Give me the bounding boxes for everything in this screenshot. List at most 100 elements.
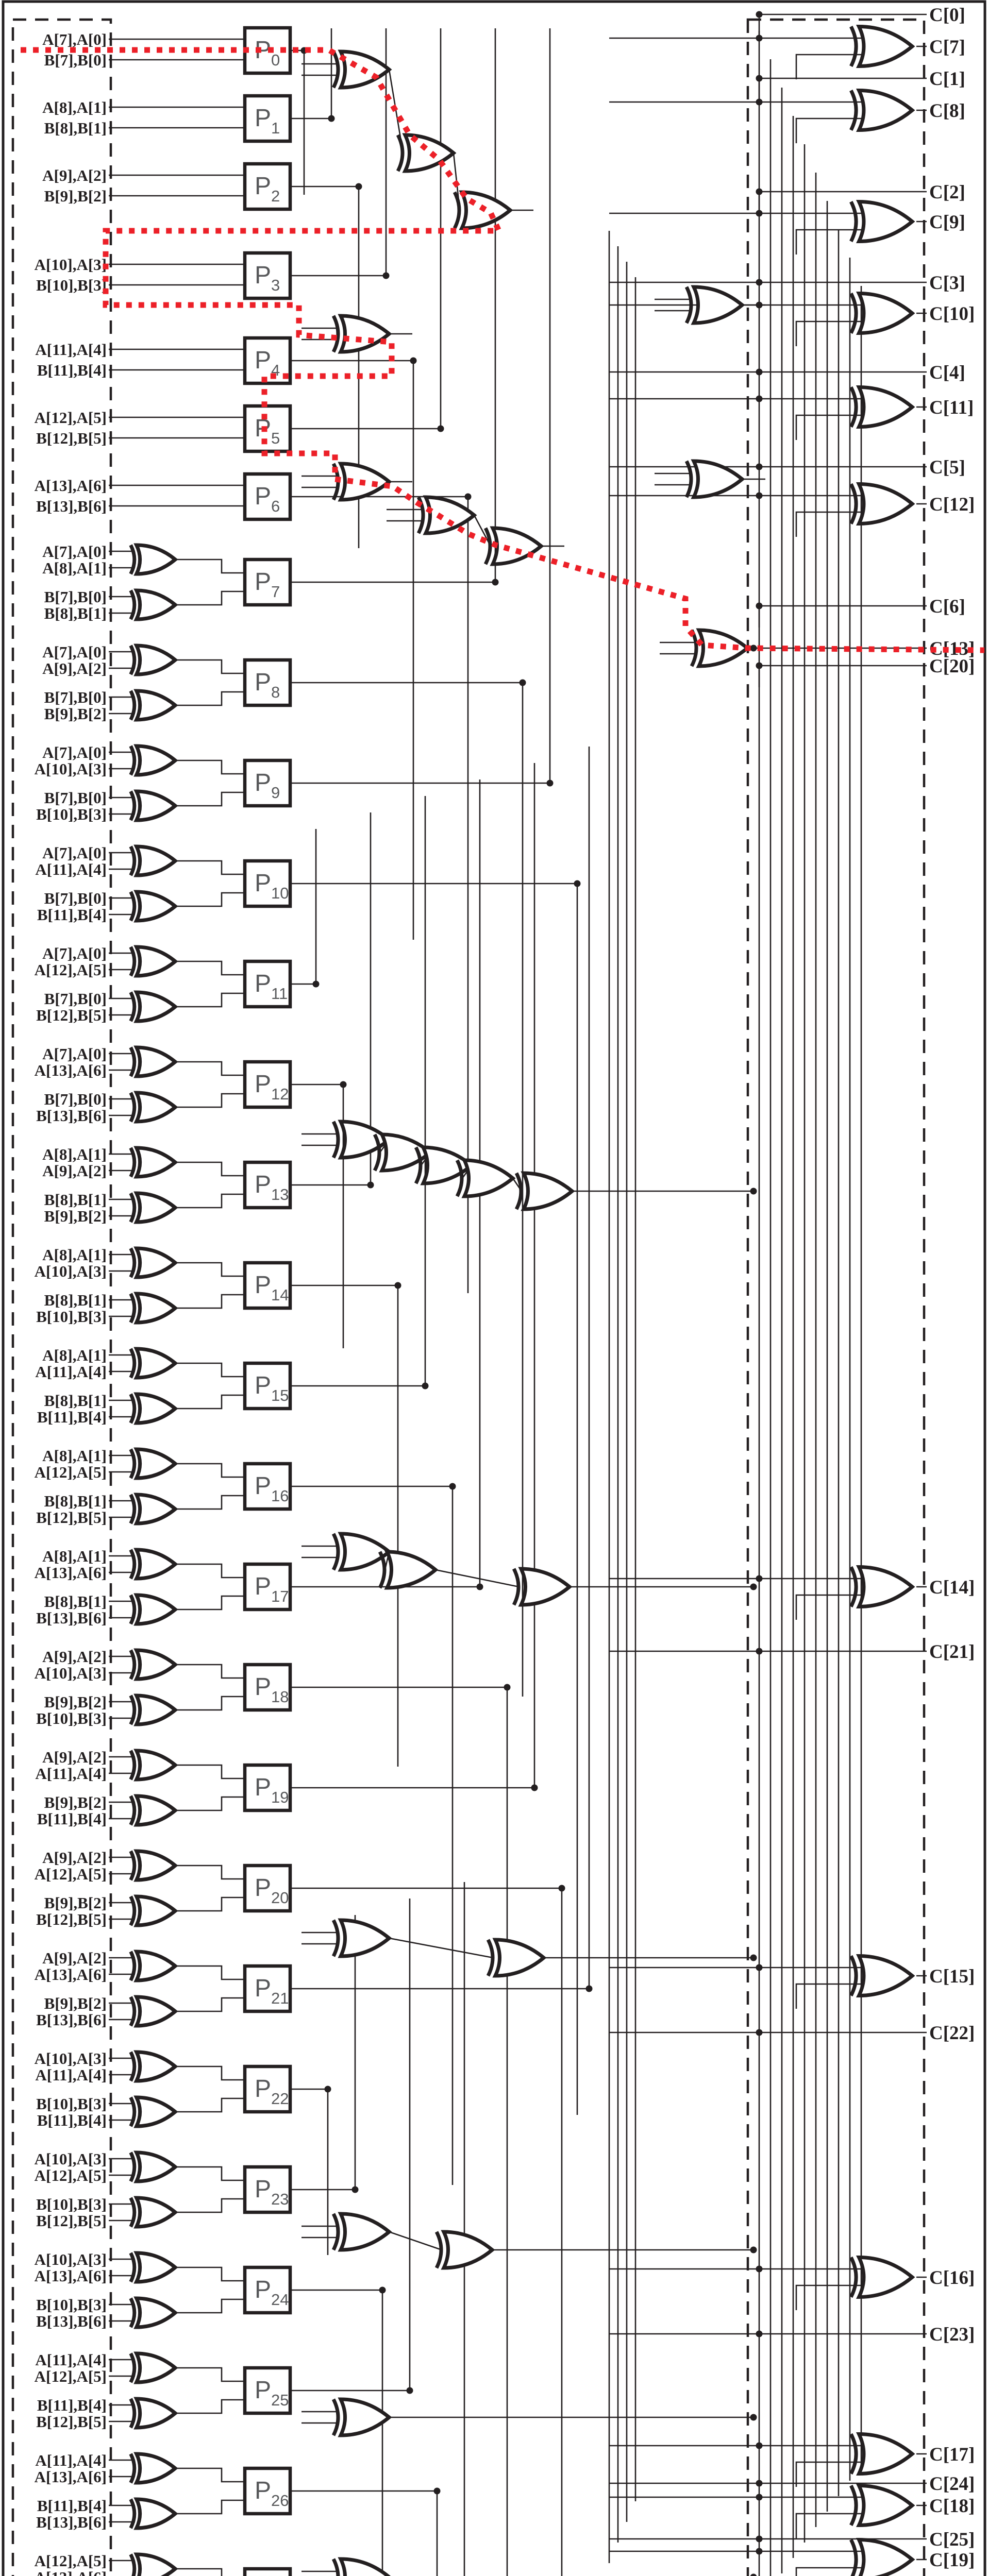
output-xor-gate-icon — [849, 2537, 915, 2576]
p-block-label: P7 — [255, 568, 280, 601]
mid-xor-gate-icon — [514, 1171, 575, 1211]
p-block-24 — [243, 2265, 292, 2315]
output-label: C[18] — [929, 2496, 975, 2517]
p-output-wire — [290, 763, 535, 1789]
p-block-13 — [243, 1160, 292, 1210]
p-block-19 — [243, 1763, 292, 1812]
output-label: C[0] — [929, 5, 965, 26]
junction-dot — [750, 2414, 757, 2421]
input-label: B[8],B[1] — [44, 1492, 107, 1510]
input-label: A[7],A[0] — [42, 844, 107, 862]
input-label: A[8],A[1] — [42, 1246, 107, 1264]
input-label: A[7],A[0] — [42, 743, 107, 761]
gate-to-block-wire — [175, 759, 245, 775]
junction-dot — [756, 2548, 763, 2555]
gate-to-block-wire — [175, 2367, 245, 2382]
junction-dot — [756, 2494, 763, 2501]
input-label: B[13],B[6] — [36, 2312, 107, 2330]
input-xor-gate-icon — [129, 689, 178, 722]
mid-xor-gate-icon — [434, 2230, 495, 2270]
junction-dot — [750, 2573, 757, 2576]
input-label: A[8],A[1] — [42, 1547, 107, 1565]
out-gate-input-wire — [795, 2513, 868, 2538]
input-label: A[9],A[2] — [42, 1648, 107, 1666]
input-xor-gate-icon — [129, 2251, 178, 2284]
input-label: A[11],A[4] — [35, 1765, 107, 1783]
out-gate-input-wire — [795, 1594, 868, 1620]
chain-link-wire — [389, 2231, 442, 2251]
input-label: B[9],B[2] — [44, 705, 107, 723]
input-label: A[12],A[5] — [35, 1463, 107, 1481]
input-label: B[10],B[3] — [36, 276, 107, 294]
mid-xor-gate-icon — [331, 314, 392, 354]
p-output-wire — [290, 747, 590, 1990]
out-gate-input-wire — [795, 117, 868, 143]
gate-to-block-wire — [175, 1595, 245, 1611]
output-xor-gate-icon — [849, 1954, 915, 1998]
p-block-label: P21 — [255, 1975, 289, 2007]
input-xor-gate-icon — [129, 2050, 178, 2083]
input-xor-gate-icon — [129, 1347, 178, 1380]
junction-dot — [351, 2186, 359, 2193]
input-label: B[9],B[2] — [44, 1693, 107, 1711]
gate-to-block-wire — [175, 2568, 223, 2576]
junction-dot — [756, 463, 763, 470]
input-xor-gate-icon — [129, 1693, 178, 1726]
output-label: C[5] — [929, 457, 965, 478]
mid-xor-gate-icon — [690, 628, 750, 668]
input-xor-gate-icon — [129, 1593, 178, 1626]
output-label: C[23] — [929, 2324, 975, 2345]
p-block-9 — [243, 758, 292, 808]
input-label: A[8],A[1] — [42, 559, 107, 577]
output-xor-gate-icon — [849, 482, 915, 526]
input-label: B[9],B[2] — [44, 1207, 107, 1225]
input-label: B[12],B[5] — [36, 429, 107, 447]
input-xor-gate-icon — [129, 1950, 178, 1982]
p-output-wire — [290, 1284, 399, 1767]
p-block-10 — [243, 859, 292, 908]
input-label: A[10],A[3] — [35, 1262, 107, 1280]
input-xor-gate-icon — [129, 1794, 178, 1827]
p-block-20 — [243, 1863, 292, 1913]
input-label: B[13],B[6] — [36, 2011, 107, 2029]
critical-path-layer — [21, 47, 985, 653]
input-label: B[7],B[0] — [44, 789, 107, 807]
input-xor-gate-icon — [129, 588, 178, 621]
input-label: B[8],B[1] — [44, 1191, 107, 1209]
p-block-6 — [243, 472, 292, 521]
junction-dot — [585, 1985, 593, 1992]
gate-to-block-wire — [175, 1896, 245, 1912]
input-label: B[10],B[3] — [36, 1709, 107, 1727]
p-block-25 — [243, 2366, 292, 2415]
input-label: B[13],B[6] — [36, 1107, 107, 1125]
input-label: B[13],B[6] — [36, 1609, 107, 1627]
input-xor-gate-icon — [129, 1894, 178, 1927]
output-xor-gate-icon — [849, 24, 915, 69]
gate-to-block-wire — [175, 1495, 245, 1510]
input-label: B[12],B[5] — [36, 2413, 107, 2431]
p-blocks-layer — [243, 26, 292, 2576]
input-label: B[11],B[4] — [37, 906, 107, 924]
chain-link-wire — [435, 1569, 520, 1588]
input-label: B[10],B[3] — [36, 1308, 107, 1326]
input-xor-gate-icon — [129, 1392, 178, 1425]
mid-xor-gate-icon — [684, 459, 745, 499]
junction-dot — [410, 357, 417, 364]
input-label: A[7],A[0] — [42, 643, 107, 661]
input-label: A[13],A[6] — [35, 1564, 107, 1582]
junction-dot — [756, 2480, 763, 2487]
junction-dot — [756, 395, 763, 402]
junction-dot — [756, 1964, 763, 1971]
input-label: A[10],A[3] — [35, 2250, 107, 2268]
input-label: B[11],B[4] — [37, 2497, 107, 2515]
p-block-26 — [243, 2466, 292, 2516]
junction-dot — [756, 2442, 763, 2449]
junction-dot — [379, 2286, 386, 2294]
gate-to-block-wire — [175, 1563, 245, 1579]
p-output-wire — [290, 1899, 411, 2392]
input-label: A[9],A[2] — [42, 1162, 107, 1180]
output-label: C[14] — [929, 1577, 975, 1598]
input-label: A[13],A[6] — [35, 477, 107, 495]
gate-to-block-wire — [175, 1965, 245, 1980]
